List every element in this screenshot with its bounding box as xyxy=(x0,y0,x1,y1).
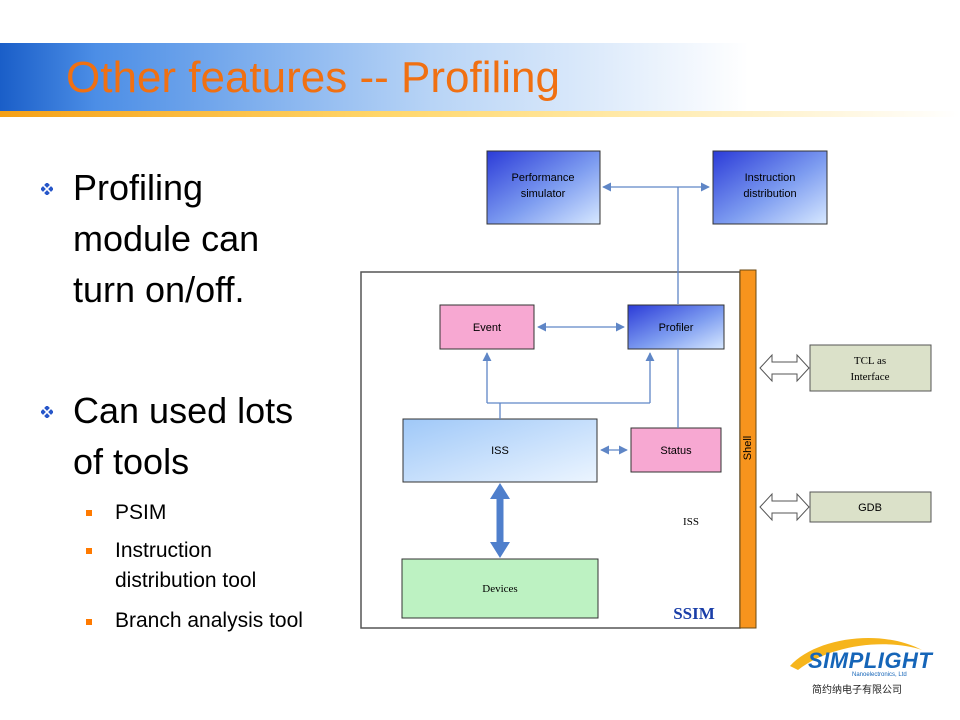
gdb-label: GDB xyxy=(858,502,882,514)
iss-region-label: ISS xyxy=(683,516,699,528)
tcl-interface-label-line-1: TCL as xyxy=(854,355,886,367)
sub-bullet-instruction-line-1: Instruction xyxy=(115,539,212,562)
gdb-double-arrow xyxy=(759,492,810,522)
bullet-profiling-line-3: turn on/off. xyxy=(73,269,245,310)
sub-bullet-branch-analysis: Branch analysis tool xyxy=(115,609,303,632)
status-label: Status xyxy=(660,445,692,457)
tcl-double-arrow xyxy=(759,353,810,383)
status-box xyxy=(630,427,722,473)
bullet-profiling-line-1: Profiling xyxy=(73,167,204,208)
iss-label: ISS xyxy=(491,445,509,457)
square-bullet-icon xyxy=(86,619,92,625)
bullet-tools-line-2: of tools xyxy=(73,441,190,482)
shell-label: Shell xyxy=(742,436,754,460)
diamond-bullet-icon xyxy=(41,183,53,195)
simplight-swoosh-icon xyxy=(790,638,922,670)
simplight-logo: SIMPLIGHT xyxy=(808,648,933,673)
profiler-box xyxy=(627,304,725,350)
instruction-distribution-label-line-2: distribution xyxy=(743,188,796,200)
bullet-tools-line-1: Can used lots xyxy=(73,390,294,431)
iss-devices-arrowhead-up xyxy=(490,483,510,499)
shell-bar xyxy=(739,269,757,629)
iss-devices-arrowhead-down xyxy=(490,542,510,558)
tcl-interface-box xyxy=(809,344,932,392)
devices-box xyxy=(401,558,599,619)
slide-title: Other features -- Profiling xyxy=(66,53,560,102)
profiler-label: Profiler xyxy=(659,322,694,334)
event-box xyxy=(439,304,535,350)
sub-bullet-psim: PSIM xyxy=(115,501,167,524)
title-bar xyxy=(0,43,960,111)
instruction-distribution-label-line-1: Instruction xyxy=(745,172,796,184)
bullet-profiling-line-2: module can xyxy=(73,218,260,259)
square-bullet-icon xyxy=(86,548,92,554)
gdb-box xyxy=(809,491,932,523)
tcl-interface-label-line-2: Interface xyxy=(850,371,889,383)
iss-box xyxy=(402,418,598,483)
title-underline xyxy=(0,111,960,117)
sub-bullet-instruction-line-2: distribution tool xyxy=(115,569,257,592)
performance-simulator-label-line-1: Performance xyxy=(512,172,575,184)
performance-simulator-box xyxy=(486,150,601,225)
performance-simulator-label-line-2: simulator xyxy=(521,188,566,200)
diamond-bullet-icon xyxy=(41,406,53,418)
ssim-label: SSIM xyxy=(673,604,715,623)
devices-label: Devices xyxy=(482,583,517,595)
simplight-logo-subtitle: Nanoelectronics, Ltd xyxy=(852,672,907,678)
instruction-distribution-box xyxy=(712,150,828,225)
square-bullet-icon xyxy=(86,510,92,516)
event-label: Event xyxy=(473,322,501,334)
simplight-logo-chinese: 简约纳电子有限公司 xyxy=(812,685,902,696)
